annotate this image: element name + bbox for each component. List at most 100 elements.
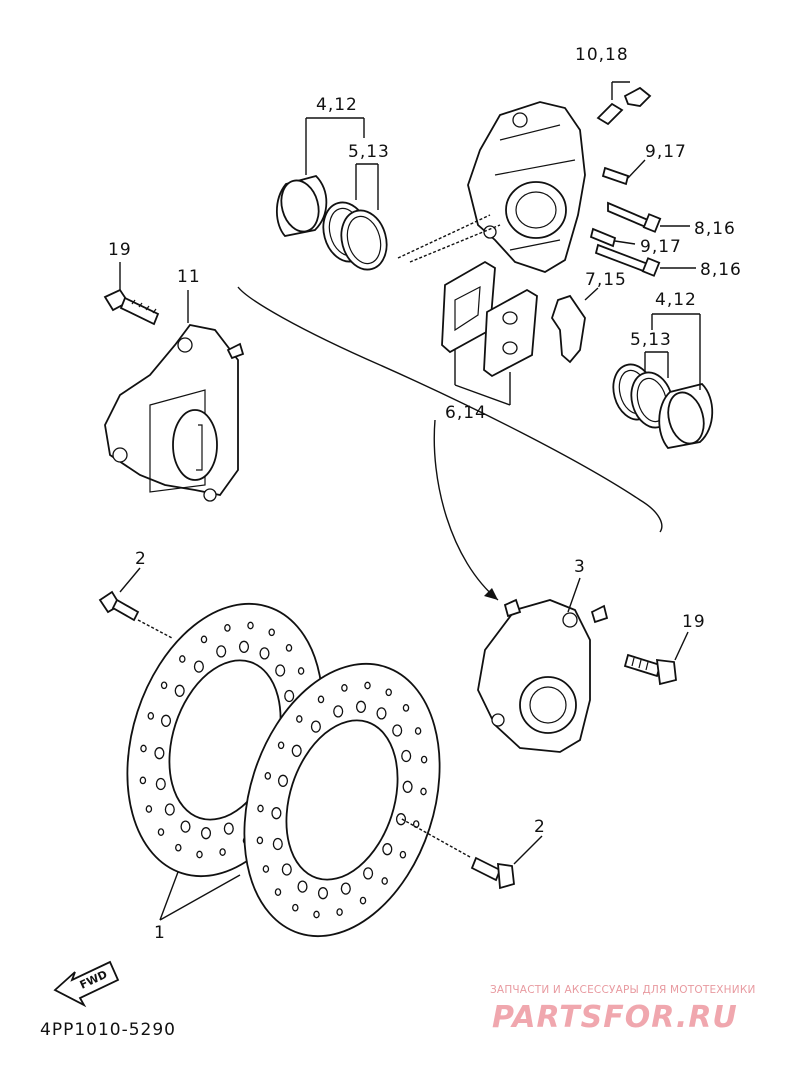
disc-hole [259,647,270,660]
disc-hole [154,747,165,760]
piston-upper[interactable] [275,174,328,237]
disc-hole [340,882,351,895]
disc-bolt-right[interactable] [470,856,515,890]
pad-pin-middle[interactable] [589,227,617,248]
pad-spring[interactable] [551,294,586,364]
disc-hole [297,667,305,675]
disc-hole [179,655,186,663]
disc-hole [317,695,325,704]
pad-bolt-upper[interactable] [607,201,662,233]
disc-hole [297,880,308,893]
disc-hole [175,843,182,852]
disc-hole [414,727,422,735]
disc-hole [216,645,227,658]
disc-hole [281,863,292,876]
caliper-left[interactable] [104,324,245,502]
disc-hole [364,681,371,690]
disc-hole [333,705,344,718]
piston-seal-upper[interactable] [317,197,393,274]
label-7-15: 7,15 [585,270,627,290]
disc-hole [277,774,289,787]
disc-hole [395,813,407,826]
disc-hole [160,681,168,690]
pad-bolt-middle[interactable] [594,243,661,277]
disc-hole [275,664,286,677]
disc-hole [256,836,264,845]
brake-disc-front[interactable] [211,638,473,961]
disc-holes-front [256,681,428,919]
label-8-16-mid: 8,16 [700,260,742,280]
disc-hole [385,688,392,697]
diagram-code: 4PP1010-5290 [40,1020,176,1040]
mounting-bolt-left[interactable] [103,288,160,326]
disc-hole [355,700,367,713]
disc-hole [157,828,165,836]
disc-hole [155,777,166,791]
disc-hole [272,837,283,851]
disc-hole [224,624,231,632]
disc-hole [310,720,321,733]
disc-hole [160,714,172,727]
label-11: 11 [177,267,201,287]
disc-hole [381,877,388,885]
disc-hole [359,896,367,905]
label-3: 3 [574,557,586,577]
disc-hole [262,865,270,873]
disc-hole [336,908,343,916]
label-19-right: 19 [682,612,706,632]
disc-hole [313,910,320,919]
label-1: 1 [154,923,166,943]
disc-hole [401,749,412,763]
disc-hole [268,628,275,637]
disc-hole [219,848,226,856]
caliper-right-lower[interactable] [477,598,609,753]
label-10-18: 10,18 [575,45,629,65]
piston-lower[interactable] [658,383,714,449]
watermark-brand: PARTSFOR.RU [492,1000,738,1035]
label-19-left: 19 [108,240,132,260]
label-9-17-mid: 9,17 [640,237,682,257]
disc-hole [247,621,254,630]
disc-hole [392,724,403,737]
disc-hole [382,843,393,856]
disc-bolt-left[interactable] [98,590,140,622]
disc-hole [164,803,175,816]
disc-hole [174,684,185,697]
brake-pad-front[interactable] [441,260,496,354]
disc-hole [363,867,374,880]
disc-hole [180,820,191,833]
disc-hole [296,715,303,723]
label-2-right: 2 [534,817,546,837]
disc-hole [264,772,272,780]
disc-hole [376,707,387,720]
disc-hole [274,888,282,896]
watermark-caption: ЗАПЧАСТИ И АКСЕССУАРЫ ДЛЯ МОТОТЕХНИКИ [490,984,756,996]
disc-hole [200,827,212,840]
label-2-left: 2 [135,549,147,569]
disc-hole [399,850,407,859]
fwd-arrow-icon: FWD [53,960,120,1008]
pad-pin-upper[interactable] [601,166,630,186]
piston-seal-lower[interactable] [607,360,678,432]
disc-hole [139,776,147,785]
disc-hole [223,822,234,835]
label-6-14: 6,14 [445,403,487,423]
disc-hole [271,807,282,820]
disc-hole [291,744,302,757]
disc-hole [140,744,147,753]
mounting-bolt-right[interactable] [623,653,677,686]
disc-hole [285,644,293,652]
label-9-17-top: 9,17 [645,142,687,162]
disc-hole [193,660,204,673]
disc-hole [420,787,427,796]
disc-hole [341,684,348,692]
disc-hole [420,755,428,764]
bleeder-screw-upper[interactable] [596,86,652,126]
brake-pad-rear[interactable] [483,288,538,378]
disc-hole [196,850,203,859]
label-4-12-top: 4,12 [316,95,358,115]
disc-hole [284,689,295,703]
caliper-right-upper[interactable] [467,101,586,273]
disc-hole [277,741,285,750]
